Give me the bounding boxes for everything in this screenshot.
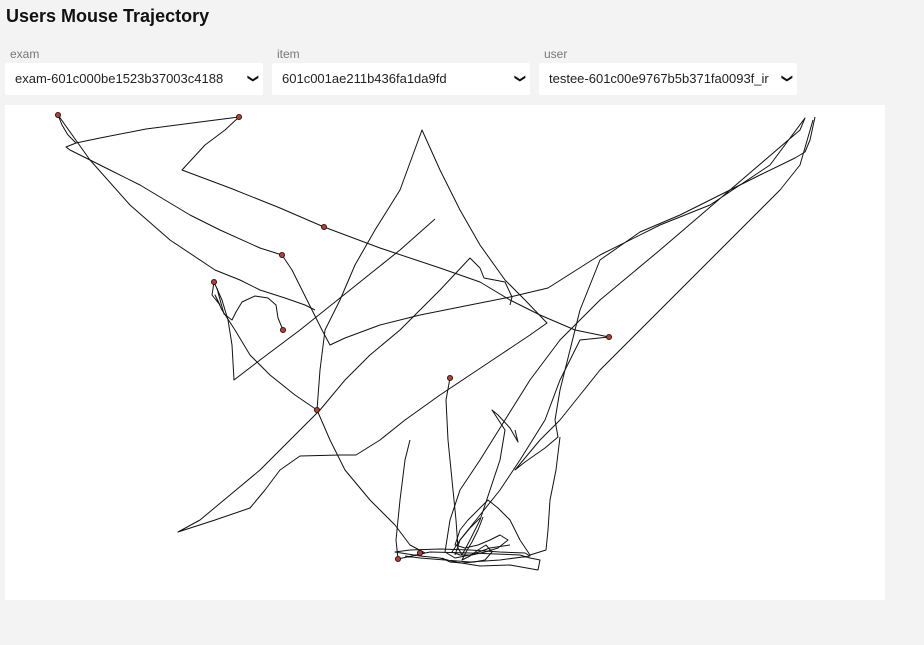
chevron-down-icon: ❯ <box>246 73 259 84</box>
item-select[interactable]: 601c001ae211b436fa1da9fd ❯ <box>272 63 530 95</box>
trajectory-segment <box>57 114 316 311</box>
click-marker <box>446 374 453 381</box>
click-marker <box>279 326 286 333</box>
trajectory-segment <box>394 548 541 571</box>
trajectory-segment <box>514 116 816 471</box>
chevron-down-icon: ❯ <box>780 73 793 84</box>
user-filter-label: user <box>544 47 568 61</box>
trajectory-segment <box>177 129 548 533</box>
trajectory-segment <box>445 377 519 556</box>
click-marker <box>606 333 613 340</box>
item-select-value: 601c001ae211b436fa1da9fd <box>282 71 447 86</box>
trajectory-segment <box>441 516 493 564</box>
user-filter: user testee-601c00e9767b5b371fa0093f_ir … <box>539 47 797 95</box>
user-select-value: testee-601c00e9767b5b371fa0093f_ir <box>549 71 769 86</box>
exam-select[interactable]: exam-601c000be1523b37003c4188 ❯ <box>5 63 263 95</box>
item-filter-label: item <box>277 47 300 61</box>
item-filter: item 601c001ae211b436fa1da9fd ❯ <box>272 47 530 95</box>
trajectory-segment <box>75 116 240 144</box>
trajectory-plot <box>5 105 885 600</box>
click-marker <box>320 223 327 230</box>
exam-select-value: exam-601c000be1523b37003c4188 <box>15 71 224 86</box>
click-marker <box>416 550 423 557</box>
click-marker <box>394 556 401 563</box>
click-marker <box>55 112 62 119</box>
trajectory-segment <box>181 116 610 556</box>
click-marker <box>278 251 285 258</box>
trajectory-segment <box>213 218 436 381</box>
user-select[interactable]: testee-601c00e9767b5b371fa0093f_ir ❯ <box>539 63 797 95</box>
click-marker <box>210 278 217 285</box>
trajectory-segment <box>216 287 284 331</box>
trajectory-segment <box>211 281 426 554</box>
click-marker <box>235 114 242 121</box>
trajectory-canvas <box>55 112 816 571</box>
chevron-down-icon: ❯ <box>513 73 526 84</box>
page-title: Users Mouse Trajectory <box>6 6 210 26</box>
exam-filter: exam exam-601c000be1523b37003c4188 ❯ <box>5 47 263 95</box>
trajectory-segment <box>395 439 411 560</box>
click-marker <box>313 406 320 413</box>
trajectory-segment <box>451 436 561 556</box>
trajectory-segment <box>57 114 806 559</box>
exam-filter-label: exam <box>10 47 40 61</box>
